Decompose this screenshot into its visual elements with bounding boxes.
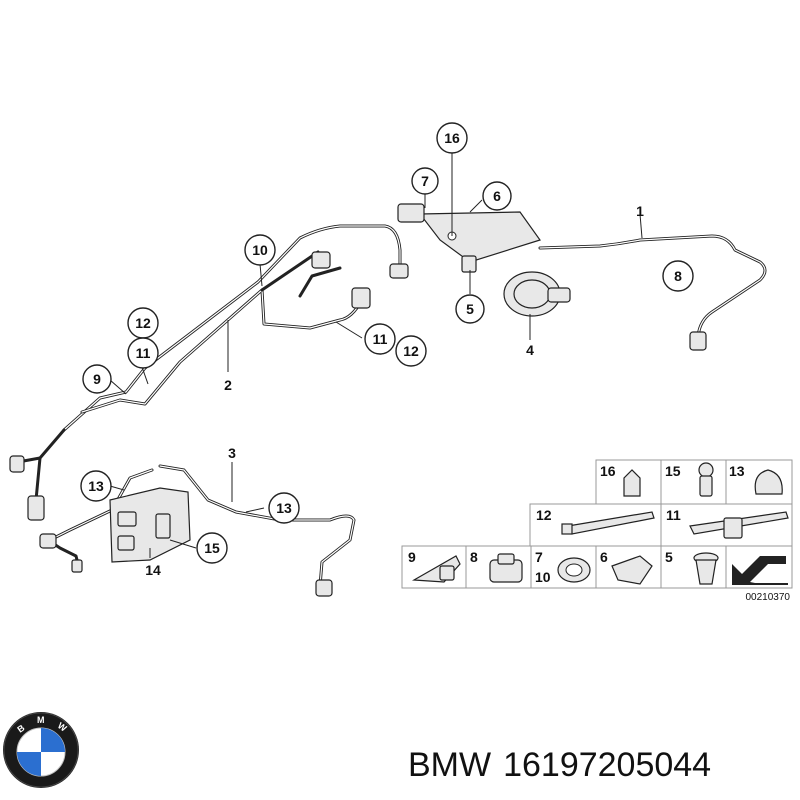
label-part-3: 3 — [228, 445, 236, 461]
reference-code: 00210370 — [746, 592, 791, 603]
label-part-4: 4 — [526, 342, 534, 358]
callout-8-text: 8 — [674, 268, 682, 284]
callout-5-text: 5 — [466, 301, 474, 317]
callout-13-right: 13 — [268, 492, 300, 524]
part-labels: 1 2 3 4 14 — [145, 203, 644, 578]
callouts: 16 7 6 10 8 5 12 11 — [80, 122, 694, 564]
callout-10: 10 — [244, 234, 276, 266]
callout-16: 16 — [436, 122, 468, 154]
callout-11-upper-text: 11 — [136, 345, 151, 361]
callout-6-text: 6 — [493, 188, 501, 204]
callout-12-upper: 12 — [127, 307, 159, 339]
callout-12-lower-text: 12 — [403, 343, 419, 359]
svg-text:15: 15 — [665, 463, 681, 479]
bmw-logo: B M W — [3, 712, 79, 788]
legend-item-6: 6 — [600, 549, 653, 585]
fuel-lines — [16, 224, 767, 588]
small-parts-legend: 16 15 13 12 11 — [401, 459, 793, 603]
holder-part-14 — [109, 487, 191, 563]
callout-12-upper-text: 12 — [135, 315, 151, 331]
svg-text:7: 7 — [535, 549, 543, 565]
svg-text:8: 8 — [470, 549, 478, 565]
callout-12-lower: 12 — [395, 335, 427, 367]
svg-text:9: 9 — [408, 549, 416, 565]
filter-part-4 — [503, 271, 571, 317]
svg-text:5: 5 — [665, 549, 673, 565]
canister-bracket — [397, 203, 541, 273]
arrow-icon — [732, 556, 788, 585]
svg-text:13: 13 — [729, 463, 745, 479]
legend-item-12: 12 — [536, 507, 655, 535]
callout-11-lower-text: 11 — [373, 331, 388, 347]
callout-11-upper: 11 — [127, 337, 159, 369]
callout-5: 5 — [455, 294, 485, 324]
legend-item-8: 8 — [470, 549, 523, 583]
callout-9: 9 — [82, 364, 112, 394]
callout-6: 6 — [482, 181, 512, 211]
legend-item-5: 5 — [665, 549, 719, 585]
connectors — [9, 251, 707, 597]
callout-13-right-text: 13 — [276, 500, 292, 516]
callout-7-text: 7 — [421, 173, 429, 189]
callout-7: 7 — [411, 167, 439, 195]
label-part-1: 1 — [636, 203, 644, 219]
callout-16-text: 16 — [444, 130, 460, 146]
callout-10-text: 10 — [252, 242, 268, 258]
callout-9-text: 9 — [93, 371, 101, 387]
svg-text:6: 6 — [600, 549, 608, 565]
svg-text:16: 16 — [600, 463, 616, 479]
part-number-caption: BMW 16197205044 — [408, 740, 793, 790]
brand-name: BMW — [408, 746, 492, 784]
legend-item-11: 11 — [666, 507, 789, 539]
callout-11-lower: 11 — [364, 323, 396, 355]
callout-8: 8 — [662, 260, 694, 292]
callout-13-left: 13 — [80, 470, 112, 502]
label-part-14: 14 — [145, 562, 161, 578]
callout-13-left-text: 13 — [88, 478, 104, 494]
svg-text:M: M — [37, 715, 45, 725]
leader-lines — [109, 152, 643, 558]
legend-item-15: 15 — [665, 462, 714, 497]
legend-item-16: 16 — [600, 463, 641, 497]
callout-15-text: 15 — [204, 540, 220, 556]
part-number: 16197205044 — [503, 746, 712, 784]
legend-item-7: 7 10 — [535, 549, 591, 585]
svg-text:10: 10 — [535, 569, 551, 585]
svg-text:12: 12 — [536, 507, 552, 523]
svg-text:11: 11 — [666, 507, 681, 523]
callout-15: 15 — [196, 532, 228, 564]
svg-text:B: B — [15, 722, 26, 734]
legend-item-9: 9 — [408, 549, 461, 583]
label-part-2: 2 — [224, 377, 232, 393]
legend-item-13: 13 — [729, 463, 783, 495]
